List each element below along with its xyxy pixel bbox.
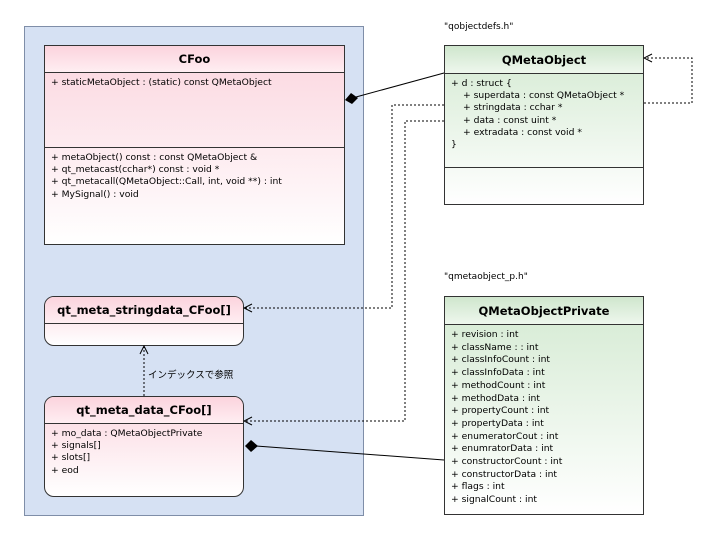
class-qmetaobject[interactable]: QMetaObject + d : struct { + superdata :… [444, 45, 644, 205]
attribute: + staticMetaObject : (static) const QMet… [51, 77, 272, 88]
attribute: + slots[] [51, 452, 91, 464]
class-cfoo-title: CFoo [45, 46, 344, 73]
attribute: + methodCount : int [451, 379, 546, 391]
composition-cfoo-qmetaobject [355, 72, 445, 98]
class-cfoo-operations: + metaObject() const : const QMetaObject… [45, 148, 344, 201]
operation: + qt_metacast(cchar*) const : void * [51, 164, 220, 176]
attribute: + d : struct { [451, 78, 512, 89]
attribute: + className : : int [451, 341, 539, 353]
file-label-qobjectdefs: "qobjectdefs.h" [444, 22, 514, 32]
operation: + MySignal() : void [51, 188, 139, 200]
attribute: + extradata : const void * [463, 126, 582, 138]
attribute: + enumeratorCout : int [451, 430, 559, 442]
attribute: + classInfoData : int [451, 367, 545, 379]
class-stringdata[interactable]: qt_meta_stringdata_CFoo[] [44, 296, 244, 346]
file-label-qmetaobject-p: "qmetaobject_p.h" [444, 272, 528, 282]
class-qmetaobjectprivate-title: QMetaObjectPrivate [445, 297, 643, 325]
class-cfoo[interactable]: CFoo + staticMetaObject : (static) const… [44, 45, 345, 245]
class-qmetaobject-title: QMetaObject [445, 46, 643, 74]
class-qmetaobjectprivate[interactable]: QMetaObjectPrivate + revision : int + cl… [444, 296, 644, 515]
class-metadata-attributes: + mo_data : QMetaObjectPrivate + signals… [45, 424, 243, 477]
attribute: + flags : int [451, 481, 505, 493]
attribute: + signals[] [51, 440, 101, 452]
attribute: + propertyCount : int [451, 405, 550, 417]
class-cfoo-attributes: + staticMetaObject : (static) const QMet… [45, 73, 344, 148]
attribute: + constructorCount : int [451, 456, 563, 468]
attribute: + signalCount : int [451, 494, 537, 506]
class-qmetaobjectprivate-attributes: + revision : int + className : : int + c… [445, 325, 643, 507]
attribute: + propertyData : int [451, 417, 544, 429]
operation: + qt_metacall(QMetaObject::Call, int, vo… [51, 176, 282, 188]
attribute: + enumratorData : int [451, 443, 554, 455]
attribute: + classInfoCount : int [451, 354, 551, 366]
attribute: + mo_data : QMetaObjectPrivate [51, 428, 203, 439]
attribute: + eod [51, 464, 79, 476]
attribute: + superdata : const QMetaObject * [463, 90, 625, 102]
dependency-stringdata [244, 104, 444, 308]
attribute: + methodData : int [451, 392, 540, 404]
composition-diamond-metadata [245, 440, 258, 452]
composition-diamond-cfoo [345, 93, 358, 104]
attribute: + stringdata : cchar * [463, 102, 563, 114]
class-qmetaobject-attributes: + d : struct { + superdata : const QMeta… [445, 74, 643, 168]
class-metadata-title: qt_meta_data_CFoo[] [45, 397, 243, 424]
attribute: + data : const uint * [463, 114, 557, 126]
edge-label-index-reference: インデックスで参照 [148, 369, 234, 381]
class-metadata[interactable]: qt_meta_data_CFoo[] + mo_data : QMetaObj… [44, 396, 244, 497]
operation: + metaObject() const : const QMetaObject… [51, 152, 258, 163]
composition-metadata-qmetaobjectprivate [255, 445, 445, 461]
attribute: } [451, 139, 457, 151]
dependency-data [244, 120, 444, 421]
dependency-superdata-self [644, 58, 693, 104]
class-stringdata-title: qt_meta_stringdata_CFoo[] [45, 297, 243, 324]
attribute: + revision : int [451, 329, 519, 340]
attribute: + constructorData : int [451, 468, 558, 480]
